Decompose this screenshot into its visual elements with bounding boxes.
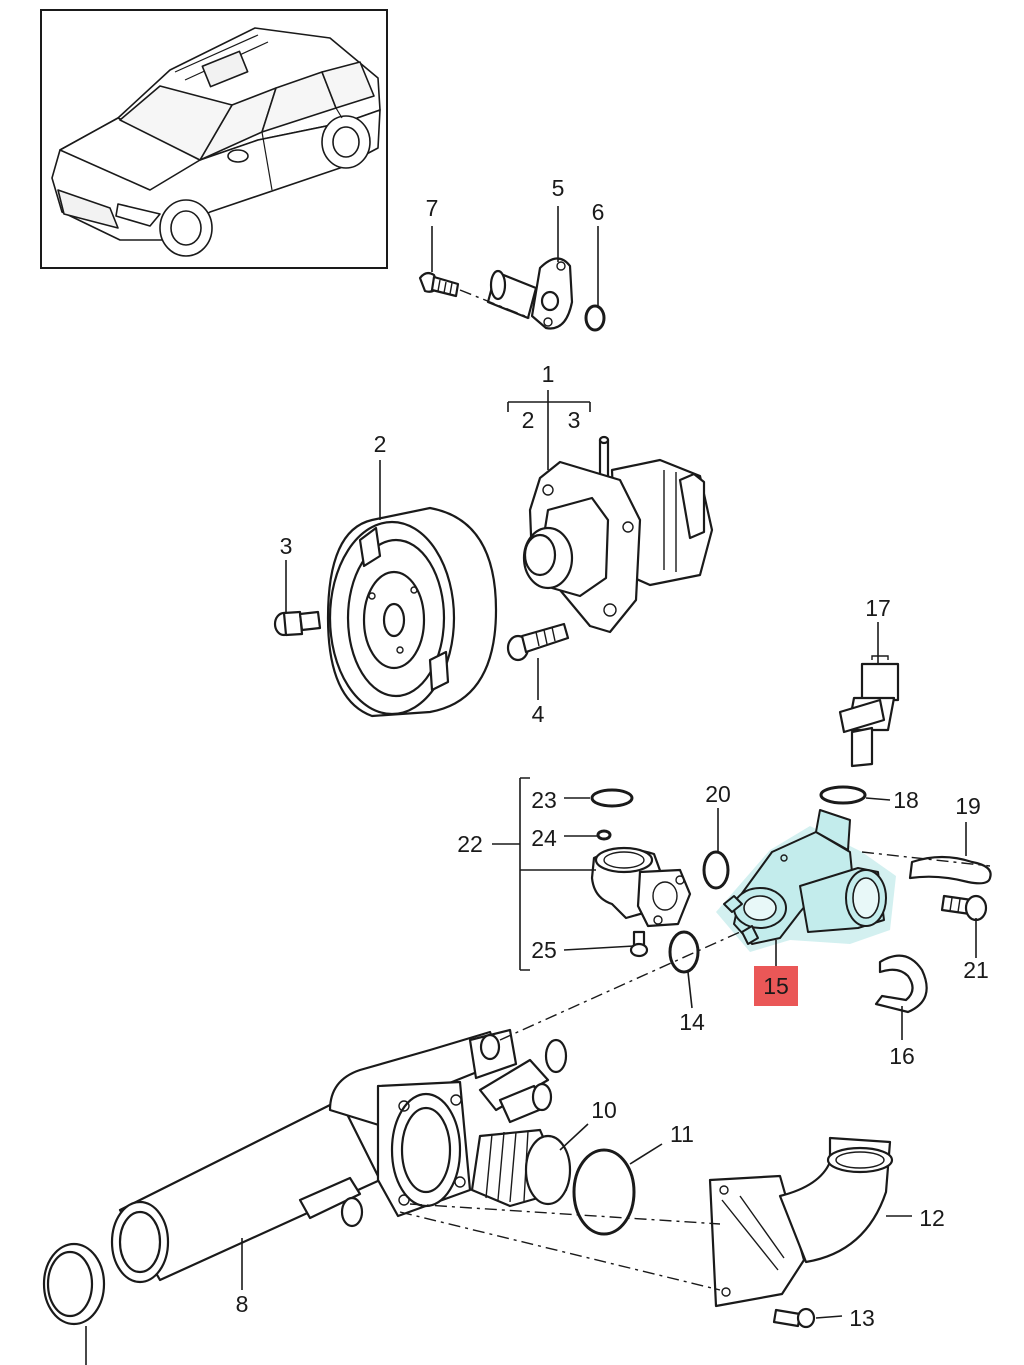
callout-14: 14 [679,1009,705,1035]
callout-20: 20 [705,781,731,807]
end-ring [42,1242,106,1326]
callout-4: 4 [532,701,545,727]
part-3-bolt [273,610,322,637]
part-22-housing [590,846,692,928]
callout-10: 10 [591,1097,617,1123]
part-14-o-ring [668,930,700,974]
callout-21: 21 [963,957,989,983]
callout-17: 17 [865,595,891,621]
part-19-clip [908,855,992,885]
callout-1-member-3: 3 [568,407,581,433]
callout-25: 25 [531,937,557,963]
part-7-bolt [418,271,460,298]
callout-24: 24 [531,825,557,851]
part-21-bolt [940,894,988,922]
vehicle-inset [40,9,388,269]
callout-22: 22 [457,831,483,857]
callout-2: 2 [374,431,387,457]
part-24-seal [596,829,612,841]
part-15-coolant-flange-highlighted [716,809,896,952]
part-4-bolt [506,622,570,662]
callout-19: 19 [955,793,981,819]
callout-11: 11 [670,1121,694,1147]
callout-16: 16 [889,1043,915,1069]
callout-1: 1 [542,361,555,387]
callout-7: 7 [426,195,439,221]
suv-illustration [51,27,381,257]
callout-15: 15 [763,973,789,999]
callout-12: 12 [919,1205,945,1231]
callout-1-member-2: 2 [522,407,535,433]
callout-3: 3 [280,533,293,559]
part-10-thermostat [470,1128,572,1208]
part-20-o-ring [702,850,730,890]
highlight-box-15 [754,966,798,1006]
part-13-bolt [772,1307,816,1329]
part-1-water-pump [522,435,714,634]
callout-8: 8 [236,1291,249,1317]
callout-13: 13 [849,1305,875,1331]
part-6-o-ring [584,304,606,332]
part-2-pulley [326,506,498,718]
part-18-o-ring [819,785,867,805]
part-12-elbow-flange [708,1136,894,1308]
callout-5: 5 [552,175,565,201]
part-8-coolant-pipe [110,1028,568,1284]
part-17-temperature-sensor [838,655,900,768]
callout-6: 6 [592,199,605,225]
part-25-bolt [629,930,649,958]
callout-23: 23 [531,787,557,813]
part-16-circlip [874,954,928,1014]
callout-18: 18 [893,787,919,813]
assembly-lines [399,851,991,1291]
callout-labels: 7 5 6 1 2 3 2 3 4 17 18 19 20 22 23 24 2… [236,175,989,1331]
part-23-o-ring [590,788,634,808]
part-11-o-ring [572,1148,636,1236]
